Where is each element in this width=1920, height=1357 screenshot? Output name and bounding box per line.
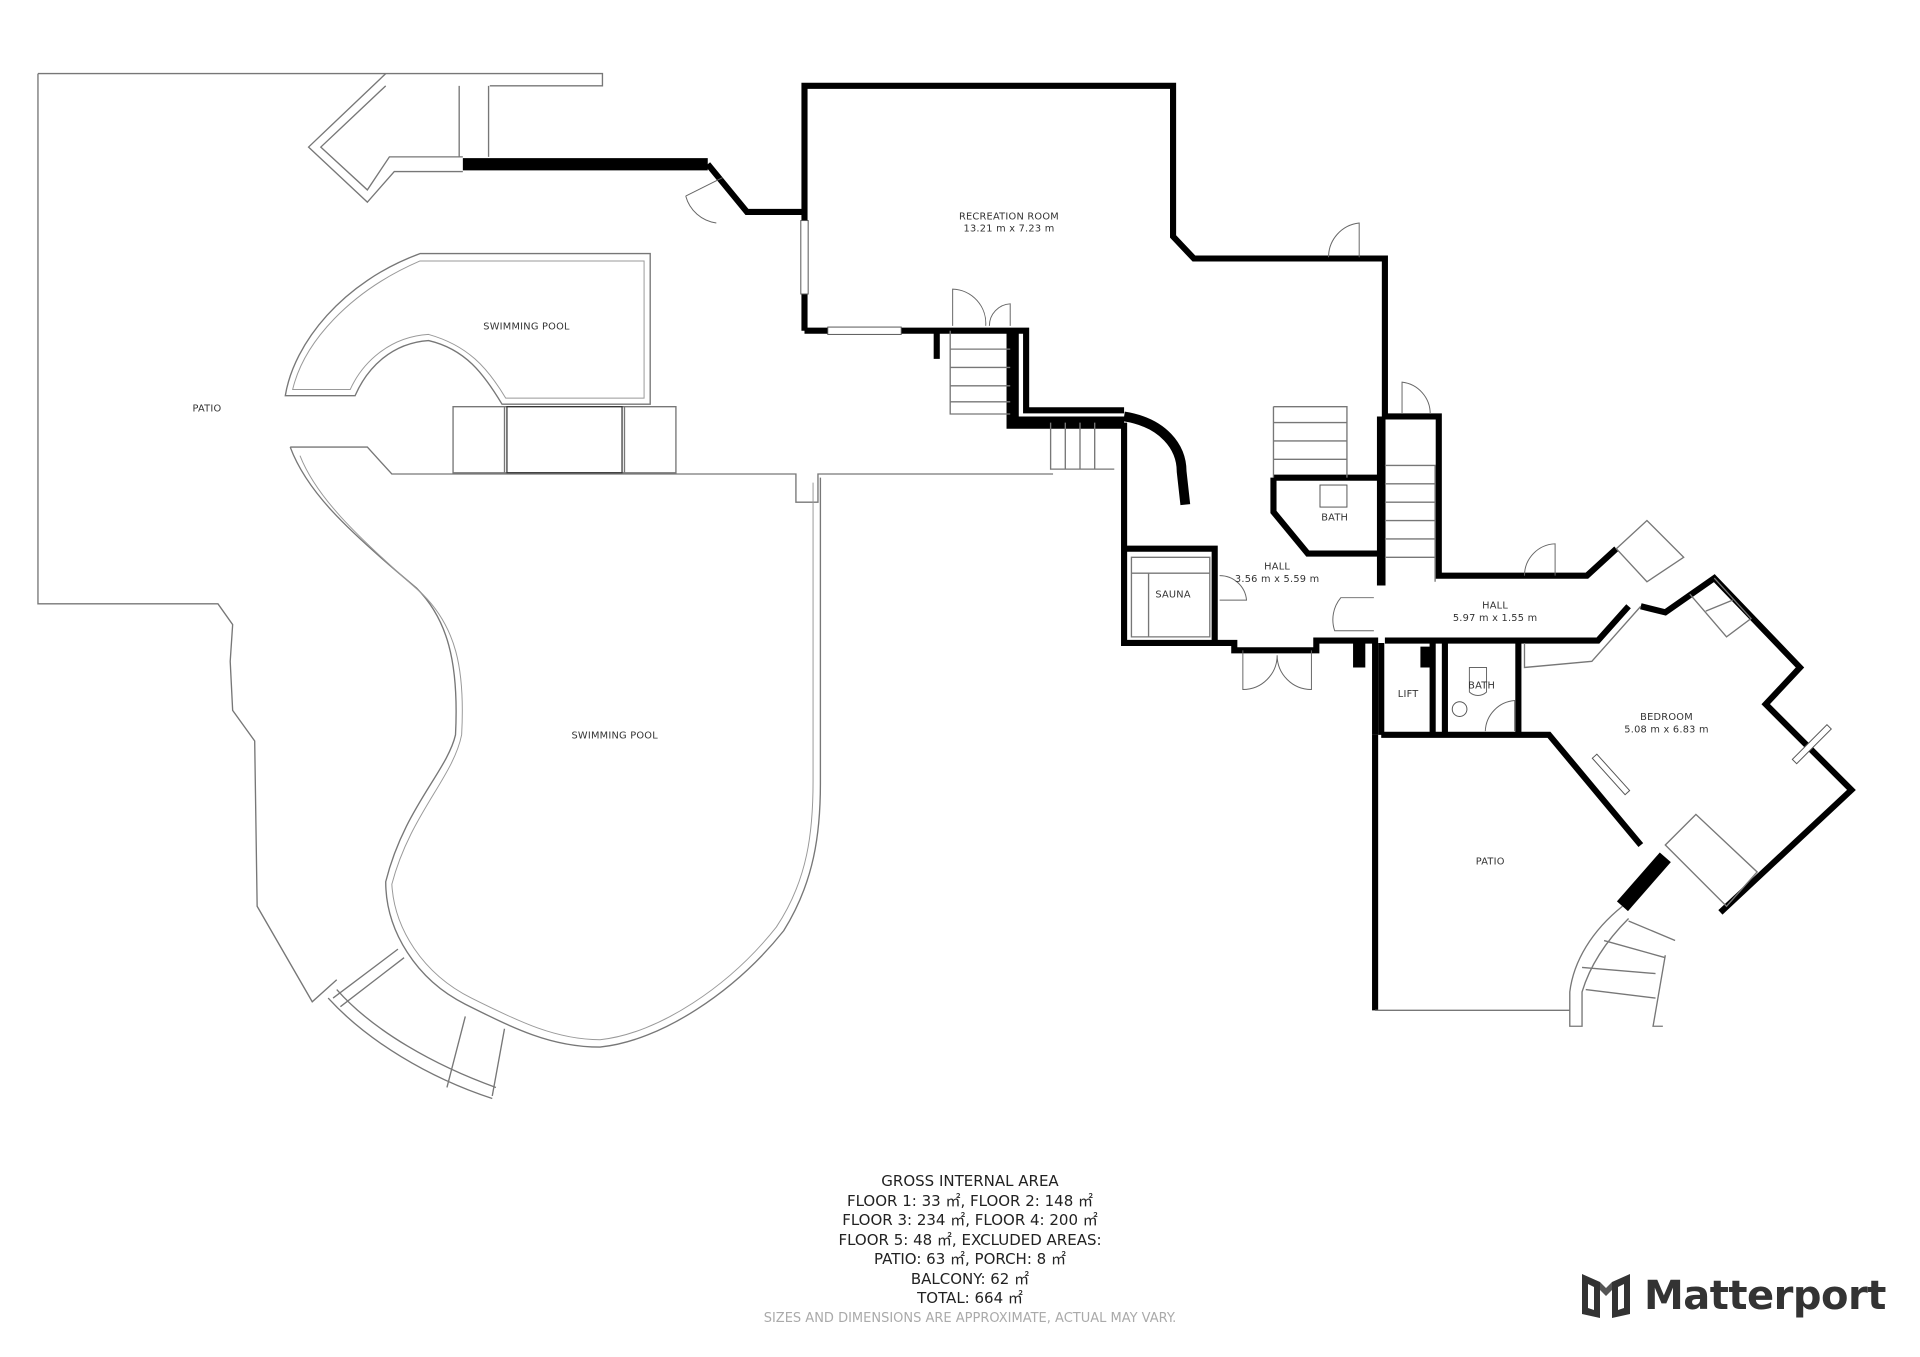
matterport-logo: Matterport (1580, 1270, 1886, 1322)
patio-left-outline (37, 72, 604, 1003)
window (1591, 753, 1631, 796)
room-size-bedroom: 5.08 m x 6.83 m (1624, 724, 1709, 735)
room-size-hall-2: 5.97 m x 1.55 m (1453, 613, 1538, 624)
swimming-pool-lower (289, 446, 1054, 1048)
window (827, 326, 902, 335)
area-summary: GROSS INTERNAL AREA FLOOR 1: 33 ㎡, FLOOR… (700, 1172, 1240, 1328)
bedroom-walls (1640, 574, 1856, 915)
pool-steps (452, 405, 677, 474)
room-label-patio-right: PATIO (1476, 857, 1505, 868)
room-label-bath-2: BATH (1468, 680, 1495, 691)
spiral-stairs (1569, 905, 1676, 1027)
room-label-hall-2: HALL (1482, 601, 1508, 612)
matterport-logo-icon (1582, 1274, 1630, 1318)
room-label-bedroom: BEDROOM (1640, 712, 1693, 723)
upper-terrace (307, 73, 490, 204)
stairs (949, 330, 1011, 415)
swimming-pool-upper (284, 252, 651, 405)
area-line: FLOOR 3: 234 ㎡, FLOOR 4: 200 ㎡ (842, 1211, 1098, 1229)
room-size-hall-1: 3.56 m x 5.59 m (1235, 574, 1320, 585)
area-line: TOTAL: 664 ㎡ (917, 1289, 1023, 1307)
room-label-patio-left: PATIO (192, 404, 221, 415)
room-label-lift: LIFT (1398, 689, 1419, 700)
room-label-swimming-pool-lower: SWIMMING POOL (571, 731, 658, 742)
area-line: FLOOR 1: 33 ㎡, FLOOR 2: 148 ㎡ (846, 1191, 1094, 1210)
area-line: BALCONY: 62 ㎡ (910, 1269, 1030, 1288)
lower-terrace (327, 948, 506, 1100)
room-size-recreation-room: 13.21 m x 7.23 m (963, 224, 1054, 235)
door-swing (685, 177, 723, 224)
brand-name: Matterport (1644, 1273, 1886, 1319)
sauna-bench (1130, 556, 1211, 638)
area-line: PATIO: 63 ㎡, PORCH: 8 ㎡ (874, 1250, 1066, 1268)
window (1791, 724, 1832, 765)
room-label-recreation-room: RECREATION ROOM (959, 211, 1059, 222)
room-label-sauna: SAUNA (1155, 590, 1191, 601)
wall-top-2 (705, 162, 805, 216)
area-line: FLOOR 5: 48 ㎡, EXCLUDED AREAS: (838, 1230, 1102, 1249)
pool-cover (506, 406, 623, 474)
room-label-bath-1: BATH (1321, 513, 1348, 524)
curved-wall (1123, 411, 1191, 506)
room-label-swimming-pool-upper: SWIMMING POOL (483, 322, 570, 333)
area-title: GROSS INTERNAL AREA (881, 1172, 1059, 1190)
room-label-hall-1: HALL (1264, 562, 1290, 573)
window (800, 220, 809, 295)
recreation-room-walls (801, 82, 1388, 417)
disclaimer: SIZES AND DIMENSIONS ARE APPROXIMATE, AC… (763, 1310, 1177, 1326)
